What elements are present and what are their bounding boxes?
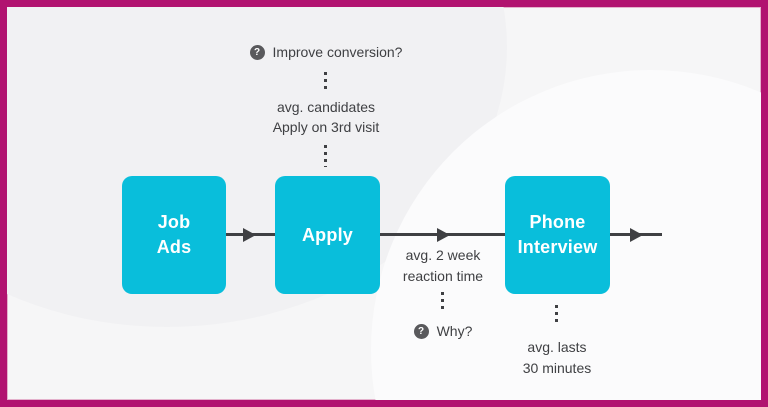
node-job-ads-label-line1: Job [157,212,191,232]
question-mark-icon: ? [413,323,429,339]
node-job-ads: Job Ads [122,176,226,294]
improve-conversion-annotation: ? Improve conversion? [241,43,411,61]
node-job-ads-label-line2: Ads [156,237,192,257]
question-mark-icon: ? [249,44,265,60]
reaction-note-line1: avg. 2 week [405,247,481,263]
duration-note-line1: avg. lasts [527,339,587,355]
arrowhead-icon [630,228,643,242]
node-phone-interview: Phone Interview [505,176,610,294]
dotted-connector [441,292,444,310]
improve-conversion-label: Improve conversion? [272,44,403,60]
reaction-note-line2: reaction time [402,268,484,284]
candidates-note-line1: avg. candidates [276,99,376,115]
candidates-note-line2: Apply on 3rd visit [272,119,380,135]
node-apply-label: Apply [301,224,353,245]
dotted-connector [324,72,327,92]
arrowhead-icon [437,228,450,242]
node-phone-interview-label-line1: Phone [529,212,586,232]
arrowhead-icon [243,228,256,242]
duration-note-line2: 30 minutes [522,360,592,376]
candidates-note: avg. candidates Apply on 3rd visit [236,97,416,137]
dotted-connector [324,145,327,167]
node-apply: Apply [275,176,380,294]
reaction-note: avg. 2 week reaction time [363,245,523,287]
why-annotation: ? Why? [393,322,493,340]
duration-note: avg. lasts 30 minutes [477,337,637,379]
dotted-connector [555,305,558,323]
why-label: Why? [436,323,473,339]
node-phone-interview-label-line2: Interview [517,237,598,257]
